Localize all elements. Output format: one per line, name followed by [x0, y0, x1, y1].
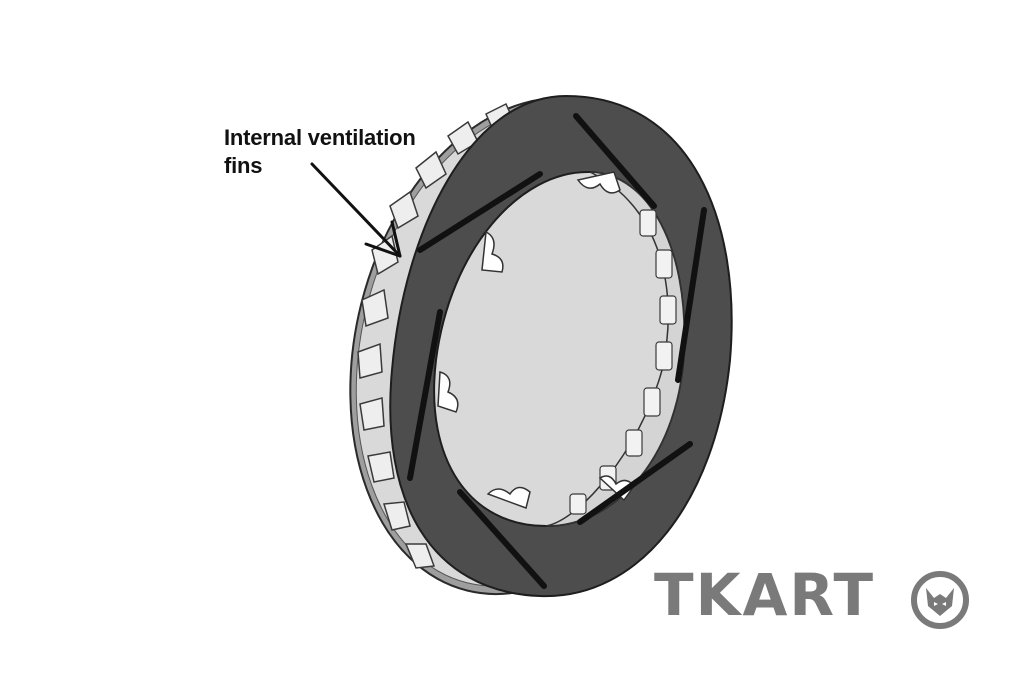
brand-logo: TKART	[654, 562, 875, 628]
callout-label: Internal ventilation fins	[224, 124, 484, 180]
callout-label-line1: Internal ventilation	[224, 125, 416, 150]
callout-label-line2: fins	[224, 153, 263, 178]
inner-ring	[437, 171, 686, 527]
callout-arrow	[310, 162, 402, 258]
disc-slots	[407, 113, 707, 589]
wolf-head-icon	[911, 571, 969, 629]
brand-wordmark: TKART	[654, 561, 876, 629]
